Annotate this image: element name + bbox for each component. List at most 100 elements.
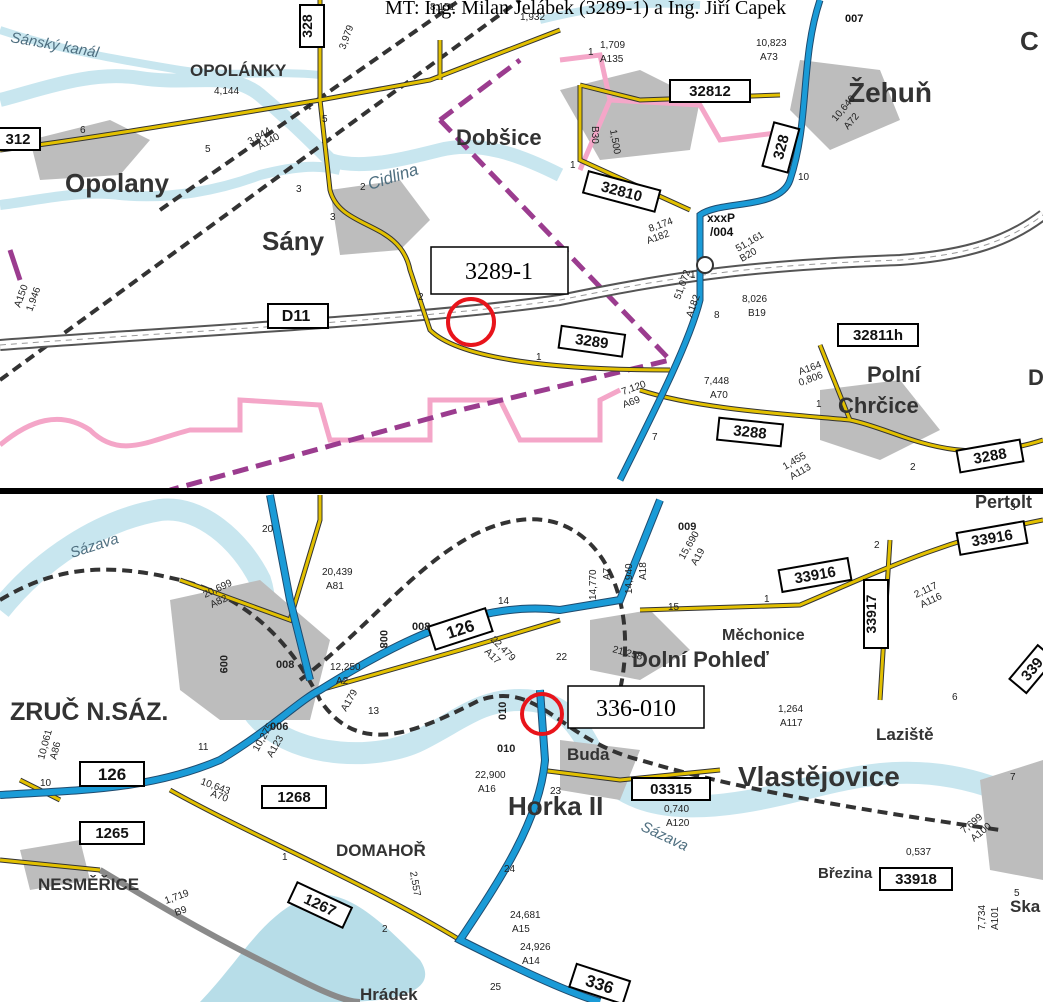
place-opolanky: OPOLÁNKY xyxy=(190,61,287,80)
place-polni: Polní xyxy=(867,362,922,387)
shield-33917: 33917 xyxy=(863,579,889,649)
svg-text:11: 11 xyxy=(198,742,209,753)
node-007: 007 xyxy=(845,13,863,25)
svg-text:1265: 1265 xyxy=(95,825,128,842)
svg-text:22,900: 22,900 xyxy=(475,770,506,781)
svg-text:2,557: 2,557 xyxy=(407,871,422,898)
svg-text:010: 010 xyxy=(497,702,509,720)
svg-text:8: 8 xyxy=(714,310,720,321)
svg-text:A120: A120 xyxy=(666,818,690,829)
shield-3288a: 3288 xyxy=(715,416,785,448)
place-zruc: ZRUČ N.SÁZ. xyxy=(10,696,168,726)
junction-top xyxy=(696,256,714,274)
water-sansky: Sánský kanál xyxy=(9,29,100,61)
svg-text:32812: 32812 xyxy=(689,83,731,100)
shield-33916a: 33916 xyxy=(777,556,853,594)
road-grey xyxy=(98,867,361,1002)
svg-text:10: 10 xyxy=(798,172,810,183)
node-numbers-top: 6 5 4 5 3 2 3 2 1 1 1 10 7 1 2 1 8 xyxy=(80,47,916,473)
header-text: MT: Ing. Milan Jelábek (3289-1) a Ing. J… xyxy=(385,0,786,19)
svg-text:8,026: 8,026 xyxy=(742,294,767,305)
river-upper xyxy=(539,0,701,24)
svg-text:008: 008 xyxy=(276,659,294,671)
svg-text:14,770: 14,770 xyxy=(588,569,599,600)
shield-328b: 328 xyxy=(761,121,801,174)
svg-text:328: 328 xyxy=(770,133,793,162)
shield-3288b: 3288 xyxy=(955,438,1025,474)
river-cidlina-2 xyxy=(0,161,342,210)
place-zehun: Žehuň xyxy=(848,77,932,108)
svg-text:A70: A70 xyxy=(710,390,728,401)
svg-text:A7: A7 xyxy=(602,567,613,580)
svg-text:A86: A86 xyxy=(48,740,63,760)
place-dobsice: Dobšice xyxy=(456,125,542,150)
svg-text:10: 10 xyxy=(40,778,52,789)
svg-text:20,439: 20,439 xyxy=(322,567,353,578)
place-edge-d: D xyxy=(1028,365,1043,390)
place-edge-c: C xyxy=(1020,26,1039,56)
svg-text:7,448: 7,448 xyxy=(704,376,729,387)
svg-text:3: 3 xyxy=(1010,502,1016,513)
shield-312: 312 xyxy=(0,127,41,151)
svg-text:008: 008 xyxy=(412,621,430,633)
svg-text:A16: A16 xyxy=(478,784,496,795)
svg-text:1,719: 1,719 xyxy=(163,888,191,907)
shield-32812: 32812 xyxy=(669,79,751,103)
place-opolany: Opolany xyxy=(65,168,170,198)
shield-d11: D11 xyxy=(267,303,329,329)
node-xxxp: xxxP xyxy=(707,211,735,225)
shield-339: 339 xyxy=(1008,643,1043,695)
svg-text:14,940: 14,940 xyxy=(624,563,635,594)
railway-bottom-2 xyxy=(298,517,628,691)
svg-text:7: 7 xyxy=(652,432,658,443)
svg-text:1,932: 1,932 xyxy=(520,12,545,23)
svg-text:A18: A18 xyxy=(638,562,649,580)
svg-text:4,144: 4,144 xyxy=(214,86,239,97)
svg-text:3289-1: 3289-1 xyxy=(465,259,533,285)
node-numbers-bottom: 20 14 15 22 13 11 10 23 24 25 2 1 1 2 3 … xyxy=(40,502,1020,993)
marker-336-010 xyxy=(520,692,564,736)
svg-text:2: 2 xyxy=(418,292,424,303)
svg-text:1: 1 xyxy=(282,852,288,863)
district-border xyxy=(169,58,675,493)
traffic-counts-bottom: 20,699 A82 20,439 A81 12,250 A2 10,275 A… xyxy=(36,529,1001,967)
svg-text:126: 126 xyxy=(98,765,126,784)
svg-text:2: 2 xyxy=(910,462,916,473)
svg-text:3288: 3288 xyxy=(972,445,1008,468)
svg-text:B19: B19 xyxy=(748,308,766,319)
svg-text:A73: A73 xyxy=(760,52,778,63)
svg-text:13: 13 xyxy=(368,706,380,717)
svg-text:1: 1 xyxy=(570,160,576,171)
svg-text:1,500: 1,500 xyxy=(607,129,622,156)
node-labels-bottom: 008 006 009 010 010 008 009 008 xyxy=(217,521,696,755)
shield-336: 336 xyxy=(568,962,632,1002)
svg-text:A101: A101 xyxy=(990,906,1001,930)
svg-text:4: 4 xyxy=(306,102,312,113)
place-ska: Ska xyxy=(1010,897,1041,916)
highway-d11-center xyxy=(0,214,1043,346)
shield-126b: 126 xyxy=(79,761,145,787)
place-chrcice: Chrčice xyxy=(838,393,919,418)
place-vlastejovice: Vlastějovice xyxy=(738,761,900,792)
svg-text:5: 5 xyxy=(1014,888,1020,899)
svg-text:A117: A117 xyxy=(780,718,803,729)
svg-text:A81: A81 xyxy=(326,581,344,592)
svg-text:15: 15 xyxy=(668,602,680,613)
svg-text:336-010: 336-010 xyxy=(596,696,676,722)
svg-text:20: 20 xyxy=(262,524,274,535)
svg-text:03315: 03315 xyxy=(650,781,692,798)
river-sazava xyxy=(0,498,1043,818)
svg-text:24,681: 24,681 xyxy=(510,910,541,921)
place-laziste: Laziště xyxy=(876,725,934,744)
svg-text:6: 6 xyxy=(952,692,958,703)
svg-text:009: 009 xyxy=(678,521,696,533)
svg-text:7,734: 7,734 xyxy=(977,905,988,930)
svg-text:5: 5 xyxy=(205,144,211,155)
svg-text:3: 3 xyxy=(330,212,336,223)
svg-text:1: 1 xyxy=(536,352,542,363)
canal-sansky xyxy=(0,26,321,79)
shield-1268: 1268 xyxy=(261,785,327,809)
svg-text:3,979: 3,979 xyxy=(337,23,356,51)
place-nesmerice: NESMĚŘICE xyxy=(38,875,139,894)
place-dolni: Dolní Pohleď xyxy=(632,647,769,672)
